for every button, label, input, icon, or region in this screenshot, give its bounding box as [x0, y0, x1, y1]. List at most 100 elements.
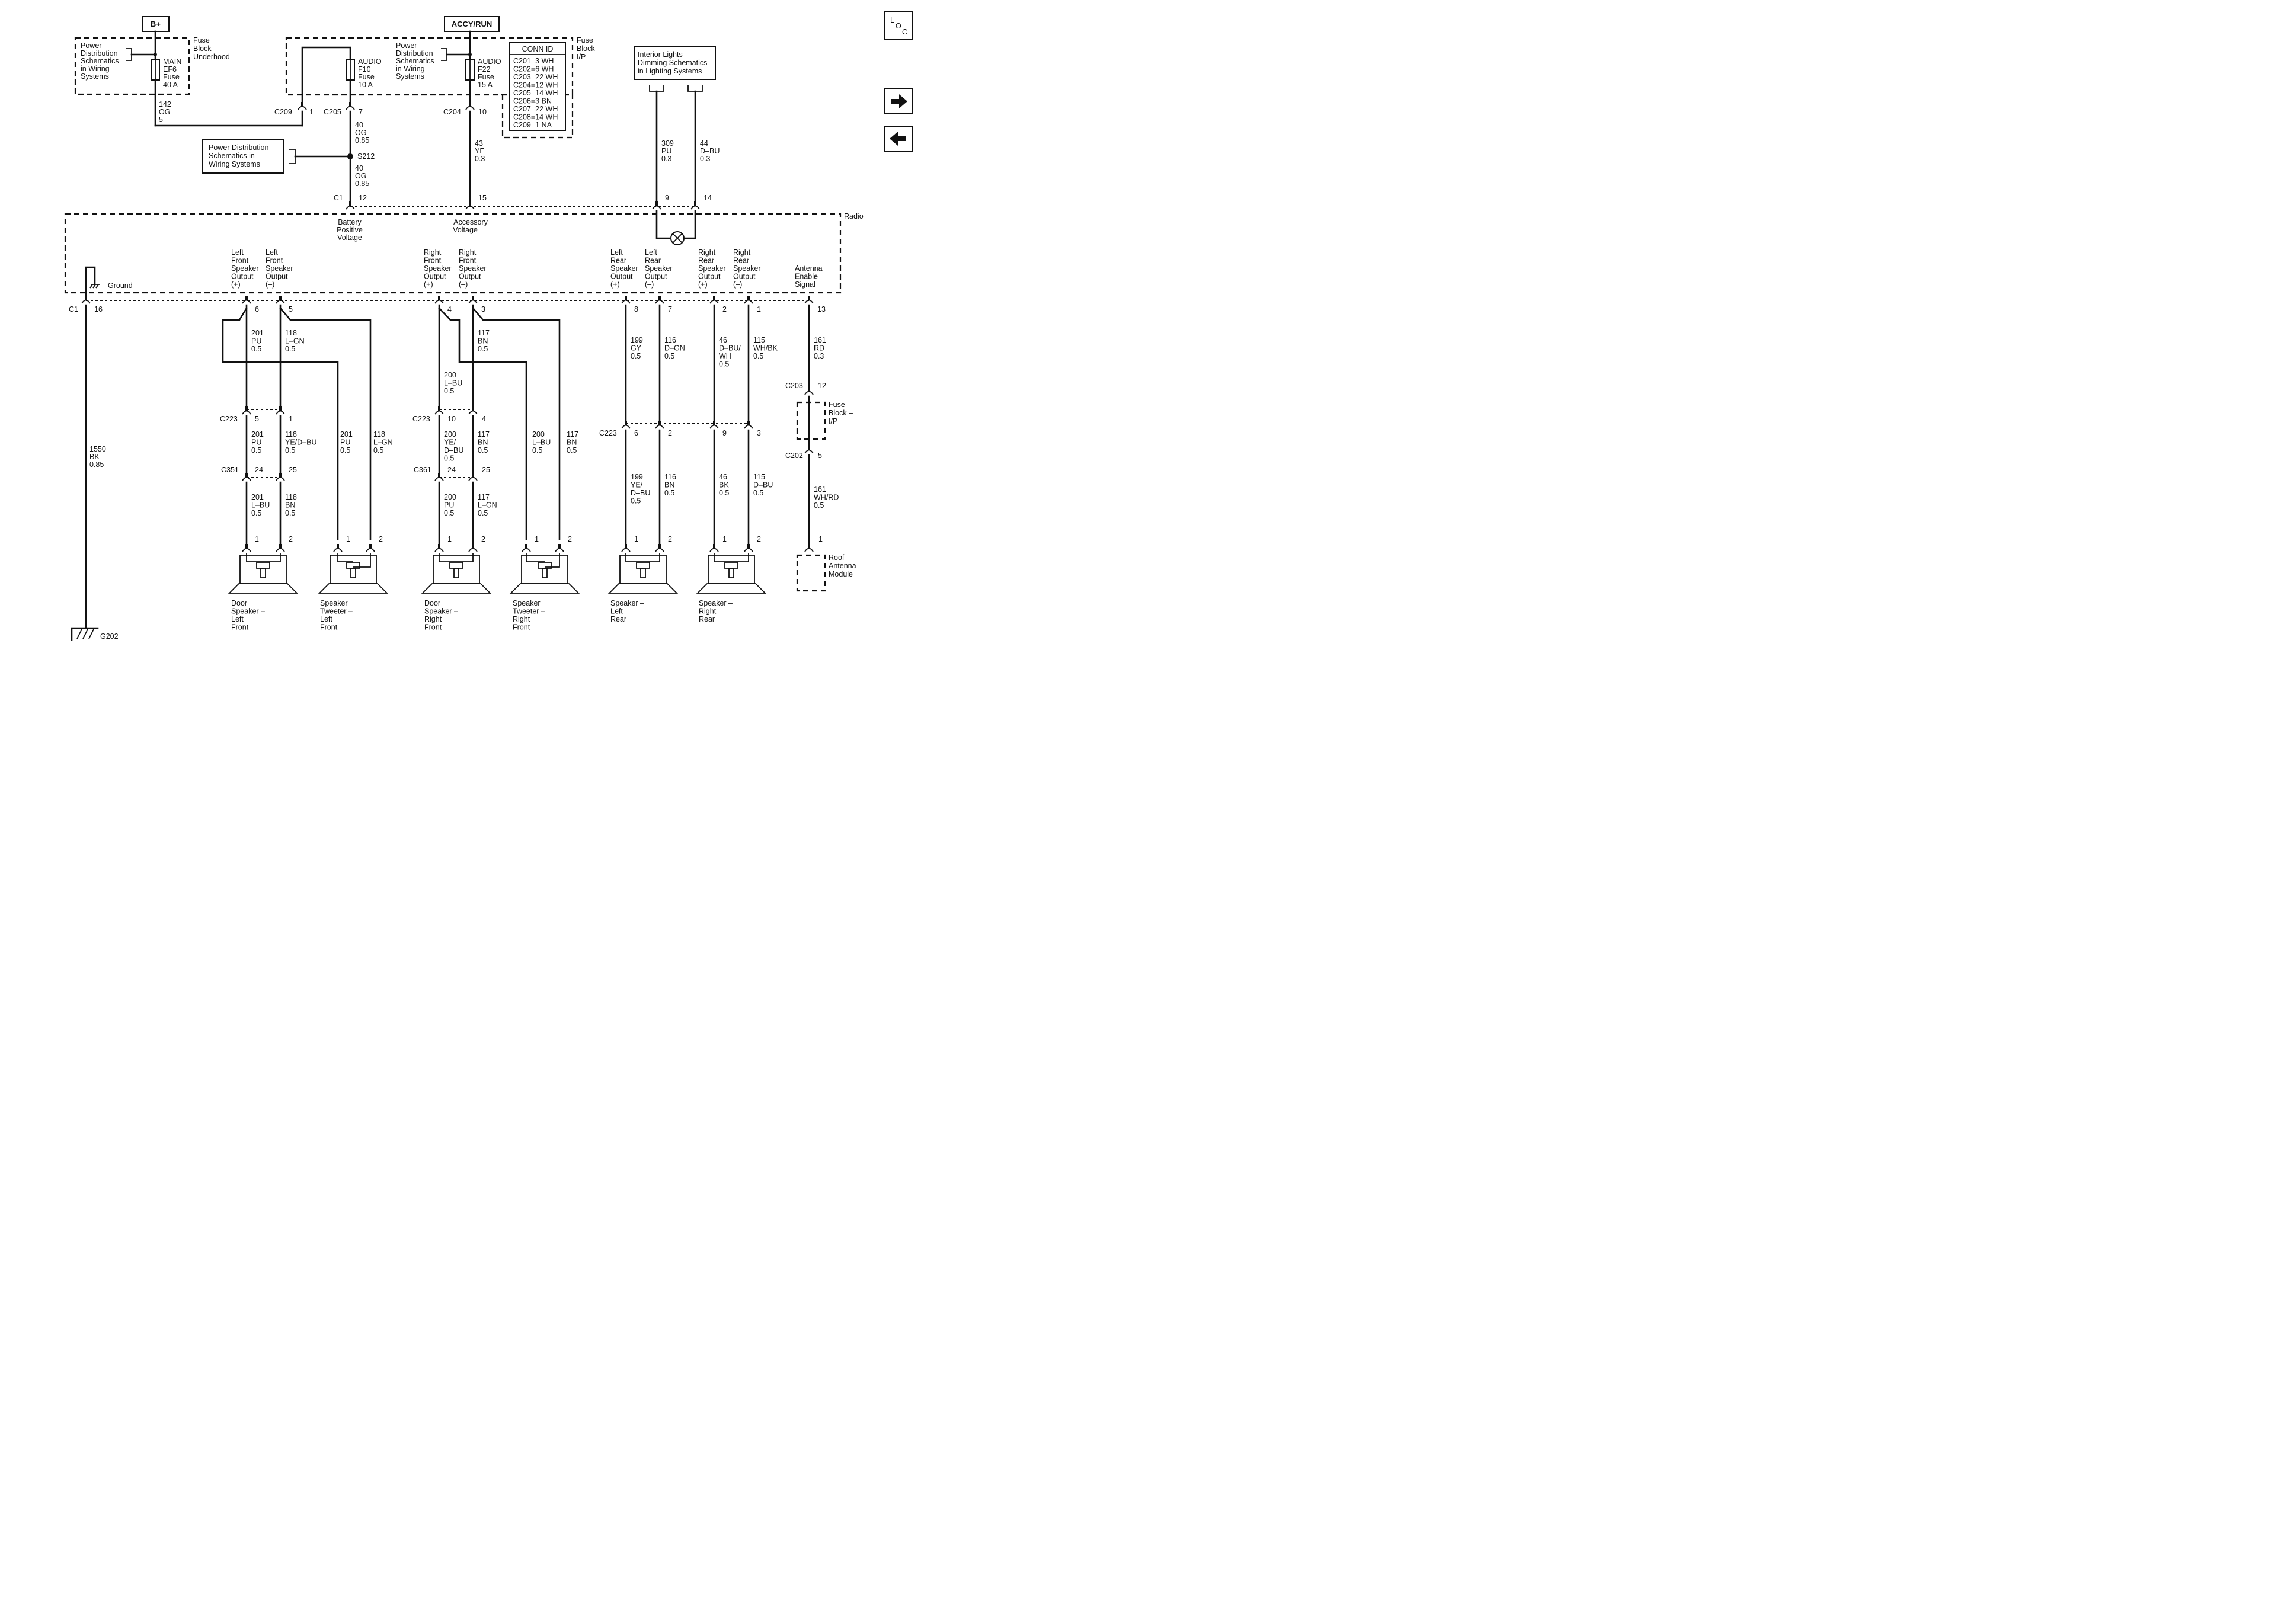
wire-200c-label-line3: 0.5	[444, 509, 454, 517]
pd-schematics-box	[202, 139, 284, 174]
c204-label: C204	[443, 108, 461, 116]
speaker-left-rear-label-line2: Left	[610, 607, 623, 616]
wire-43-label: 43 YE 0.3	[475, 139, 485, 163]
c1-7-connector-pin	[658, 296, 661, 300]
wire-199a-label-line2: GY	[631, 344, 642, 353]
c205-pin: 7	[359, 108, 363, 116]
wire-118b-label-line1: 118	[285, 430, 297, 438]
wire-201t-label-line3: 0.5	[340, 446, 350, 454]
underhood-ref-line4: in Wiring	[81, 65, 110, 73]
output-rr-neg-line3: Speaker	[733, 264, 761, 273]
c1-pin-2: 2	[722, 305, 727, 313]
c209-connector-pin	[301, 102, 303, 107]
conn-id-table	[509, 42, 566, 131]
prev-page-button[interactable]	[884, 126, 913, 152]
c209-pin: 1	[309, 108, 314, 116]
door-speaker-right-front-pin-2: 2	[481, 535, 485, 543]
wire-161b-label-line1: 161	[814, 485, 826, 494]
ip-ref-line2: Distribution	[396, 49, 433, 57]
ip-ref-bracket	[441, 48, 447, 61]
door-speaker-left-front-label-line3: Left	[231, 615, 244, 623]
fuse-block-ip-line2: Block –	[577, 44, 601, 53]
wire-117t-label-line3: 0.5	[567, 446, 577, 454]
antenna-1-connector-pin	[808, 544, 810, 549]
output-rr-neg-line1: Right	[733, 248, 751, 257]
conn-id-row-9: C209=1 NA	[513, 121, 552, 129]
tweeter-right-front-leads	[526, 553, 560, 568]
output-antenna-line1: Antenna	[795, 264, 823, 273]
c203-12-connector-socket	[804, 391, 814, 395]
conn-id-row-2: C202=6 WH	[513, 65, 554, 73]
fuse-f10-line2: F10	[358, 65, 371, 73]
fuse-f22-line3: Fuse	[478, 73, 494, 81]
wire-200b-label-line3: D–BU	[444, 446, 463, 454]
radio-battery-input-label: Battery Positive Voltage	[337, 218, 363, 242]
wire-118a-label-line2: L–GN	[285, 337, 305, 345]
speaker-left-rear-label-line1: Speaker –	[610, 599, 644, 607]
output-rr-pos-line2: Rear	[698, 257, 714, 265]
conn-id-header: CONN ID	[522, 45, 554, 53]
speaker-left-rear-leads	[625, 553, 660, 562]
wire-200b-label-line4: 0.5	[444, 454, 454, 463]
wire-40a-label: 40 OG 0.85	[355, 121, 369, 145]
next-page-button[interactable]	[884, 88, 913, 114]
radio-module-outline	[64, 213, 842, 294]
conn-id-outline-ext	[501, 95, 574, 139]
wire-40a-gauge: 0.85	[355, 136, 369, 145]
output-lr-neg-line5: (–)	[645, 280, 654, 289]
output-rf-pos-line5: (+)	[424, 280, 433, 289]
output-rf-pos-line1: Right	[424, 248, 442, 257]
conn-id-row-1: C201=3 WH	[513, 57, 554, 65]
wire-115b-label-line1: 115	[753, 473, 765, 481]
fuse-ef6-line1: MAIN	[163, 57, 181, 66]
wire-117c-label-line3: 0.5	[478, 509, 488, 517]
c1-13-connector-socket	[804, 299, 814, 304]
output-lf-neg-line2: Front	[266, 257, 283, 265]
fuse-f10-line3: Fuse	[358, 73, 375, 81]
door-speaker-right-front-pin-1: 1	[447, 535, 452, 543]
output-lr-pos-line3: Speaker	[610, 264, 638, 273]
conn-id-row-7: C207=22 WH	[513, 105, 558, 113]
wire-117c-label-line1: 117	[478, 493, 490, 501]
door-speaker-right-front-leads	[439, 553, 474, 562]
output-rr-pos-line3: Speaker	[698, 264, 726, 273]
c1-15-connector-socket	[465, 205, 475, 210]
output-lf-pos-line1: Left	[231, 248, 244, 257]
wire-142-label: 142 OG 5	[159, 100, 171, 124]
fuse-f22-line2: F22	[478, 65, 491, 73]
speaker-left-rear-cone	[607, 583, 679, 594]
c361-pin-25: 25	[482, 466, 490, 474]
wire-117t-label-line1: 117	[567, 430, 578, 438]
interior-lights-line1: Interior Lights	[638, 50, 683, 59]
tweeter-right-front-pin-2: 2	[568, 535, 572, 543]
wire-201t-label-line1: 201	[340, 430, 353, 438]
conn-id-row-4: C204=12 WH	[513, 81, 558, 89]
c223-pin-4: 4	[482, 415, 486, 423]
wire-44-color: D–BU	[700, 147, 720, 155]
underhood-ref-line1: Power	[81, 41, 101, 50]
wire-199b-label-line1: 199	[631, 473, 643, 481]
c223-1-connector-socket	[276, 410, 285, 415]
output-rr-pos-line4: Output	[698, 273, 721, 281]
pd-box-line3: Wiring Systems	[209, 160, 260, 168]
wire-117t-label-line2: BN	[567, 438, 577, 447]
fuse-f10-line4: 10 A	[358, 81, 373, 89]
tweeter-right-front-cone	[509, 583, 580, 594]
speaker-right-rear-body	[708, 555, 755, 584]
tweeter-left-front-magnet	[346, 562, 360, 569]
wire-201b-label-line2: PU	[251, 438, 261, 447]
door-speaker-left-front-pin2-connector-socket	[276, 548, 285, 552]
c205-label: C205	[324, 108, 341, 116]
c351-25-connector-pin	[279, 473, 282, 478]
output-rr-neg-line4: Output	[733, 273, 756, 281]
c204-pin: 10	[478, 108, 487, 116]
wire-117b-label-line2: BN	[478, 438, 488, 447]
speaker-right-rear-pin1-connector-socket	[709, 548, 719, 552]
upper-connectors: C209 1 C205 7 C204 10	[274, 108, 487, 116]
loc-button[interactable]: L O C	[884, 11, 913, 40]
wire-201t-label-line2: PU	[340, 438, 350, 447]
c205-connector-pin	[349, 102, 351, 107]
g202-ground-bar	[71, 627, 99, 641]
door-speaker-left-front-pin1-connector-socket	[242, 548, 251, 552]
